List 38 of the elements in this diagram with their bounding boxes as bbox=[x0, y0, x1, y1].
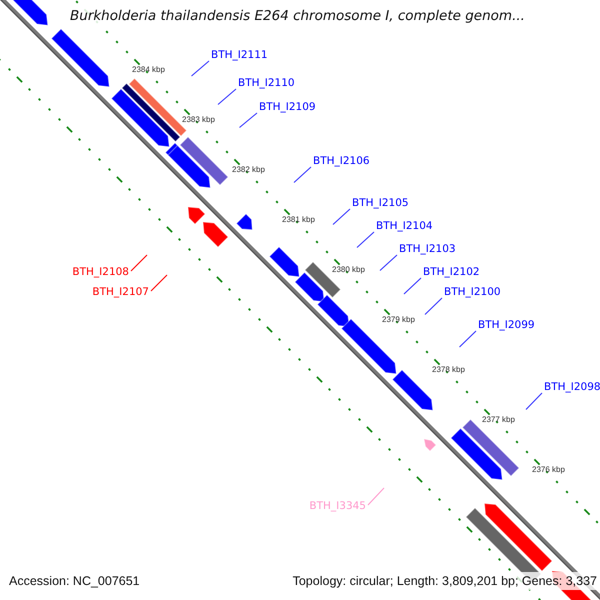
scale-label: 2380 kbp bbox=[332, 264, 365, 275]
gene-label: BTH_I2109 bbox=[259, 100, 316, 114]
gene-label: BTH_I2103 bbox=[399, 242, 456, 256]
gene-label: BTH_I2111 bbox=[211, 48, 268, 62]
leader-line bbox=[130, 254, 148, 272]
leader-line bbox=[368, 488, 384, 506]
leader-line bbox=[294, 166, 312, 183]
leader-line bbox=[239, 112, 258, 128]
leader-line bbox=[191, 60, 210, 76]
leader-line bbox=[150, 274, 168, 292]
scale-label: 2384 kbp bbox=[132, 64, 165, 75]
scale-label: 2378 kbp bbox=[432, 364, 465, 375]
leader-line bbox=[459, 330, 476, 348]
gene-label: BTH_I2108 bbox=[72, 265, 129, 279]
scale-label: 2381 kbp bbox=[282, 214, 315, 225]
scale-label: 2376 kbp bbox=[532, 464, 565, 475]
gene-label: BTH_I2110 bbox=[238, 76, 295, 90]
gene-label: BTH_I2099 bbox=[478, 318, 535, 332]
gene-label: BTH_I2105 bbox=[352, 196, 409, 210]
gene-label: BTH_I3345 bbox=[309, 499, 366, 513]
accession-text: Accession: NC_007651 bbox=[8, 573, 141, 590]
leader-line bbox=[380, 254, 398, 271]
gene-label: BTH_I2098 bbox=[544, 380, 600, 394]
scale-label: 2383 kbp bbox=[182, 114, 215, 125]
gene-label: BTH_I2100 bbox=[444, 285, 501, 299]
gene-label: BTH_I2107 bbox=[92, 285, 149, 299]
leader-line bbox=[404, 278, 422, 294]
leader-line bbox=[356, 232, 374, 248]
leader-line bbox=[332, 208, 350, 225]
leader-line bbox=[424, 298, 442, 315]
scale-label: 2377 kbp bbox=[482, 414, 515, 425]
scale-label: 2379 kbp bbox=[382, 314, 415, 325]
scale-label: 2382 kbp bbox=[232, 164, 265, 175]
gene-label: BTH_I2104 bbox=[376, 219, 433, 233]
leader-line bbox=[218, 88, 236, 105]
gene-label: BTH_I2106 bbox=[313, 154, 370, 168]
leader-line bbox=[526, 392, 542, 410]
gene-label: BTH_I2102 bbox=[423, 265, 480, 279]
